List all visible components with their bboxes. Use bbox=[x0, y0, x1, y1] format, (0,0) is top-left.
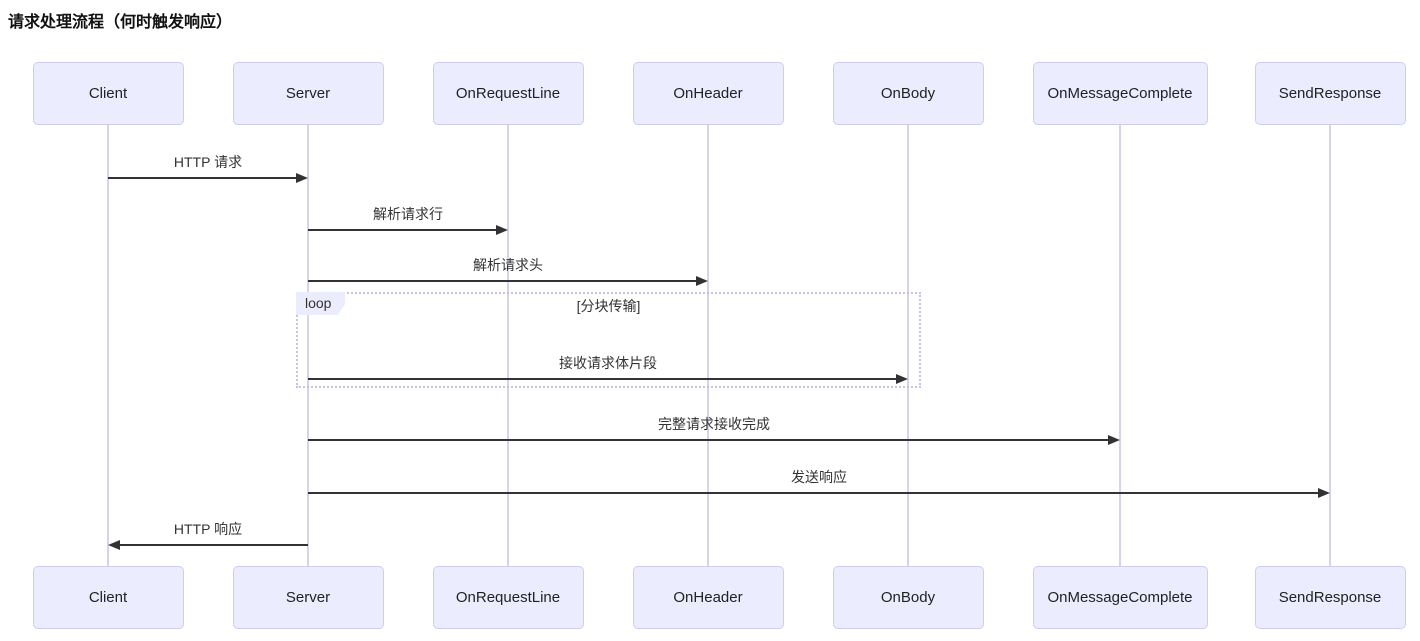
lifeline-on-message-complete bbox=[1119, 125, 1121, 566]
participant-bottom-server: Server bbox=[232, 566, 384, 629]
participant-bottom-on-header: OnHeader bbox=[632, 566, 784, 629]
lifeline-client bbox=[107, 125, 109, 566]
participant-top-on-header: OnHeader bbox=[632, 62, 784, 125]
participant-bottom-send-response: SendResponse bbox=[1254, 566, 1406, 629]
lifeline-on-request-line bbox=[507, 125, 509, 566]
loop-condition: [分块传输] bbox=[576, 298, 641, 314]
participant-bottom-on-body: OnBody bbox=[832, 566, 984, 629]
lifeline-server bbox=[307, 125, 309, 566]
arrowhead-icon bbox=[1108, 435, 1120, 445]
lifeline-on-header bbox=[707, 125, 709, 566]
participant-bottom-on-request-line: OnRequestLine bbox=[432, 566, 584, 629]
loop-box bbox=[296, 292, 921, 388]
participant-top-on-message-complete: OnMessageComplete bbox=[1032, 62, 1208, 125]
message-line-5 bbox=[308, 492, 1319, 494]
message-label-1: 解析请求行 bbox=[373, 206, 443, 222]
message-label-0: HTTP 请求 bbox=[173, 154, 243, 170]
lifeline-on-body bbox=[907, 125, 909, 566]
message-label-6: HTTP 响应 bbox=[173, 521, 243, 537]
message-line-0 bbox=[108, 177, 297, 179]
message-line-6 bbox=[119, 544, 308, 546]
participant-bottom-on-message-complete: OnMessageComplete bbox=[1032, 566, 1208, 629]
message-line-4 bbox=[308, 439, 1109, 441]
diagram-title: 请求处理流程（何时触发响应） bbox=[8, 14, 233, 31]
participant-top-client: Client bbox=[32, 62, 184, 125]
message-label-5: 发送响应 bbox=[791, 469, 847, 485]
message-line-3 bbox=[308, 378, 897, 380]
participant-top-on-body: OnBody bbox=[832, 62, 984, 125]
message-label-2: 解析请求头 bbox=[473, 257, 543, 273]
message-line-2 bbox=[308, 280, 697, 282]
arrowhead-icon bbox=[496, 225, 508, 235]
participant-bottom-client: Client bbox=[32, 566, 184, 629]
participant-top-on-request-line: OnRequestLine bbox=[432, 62, 584, 125]
arrowhead-icon bbox=[296, 173, 308, 183]
participant-top-server: Server bbox=[232, 62, 384, 125]
arrowhead-icon bbox=[896, 374, 908, 384]
message-label-3: 接收请求体片段 bbox=[559, 355, 657, 371]
participant-top-send-response: SendResponse bbox=[1254, 62, 1406, 125]
loop-label: loop bbox=[296, 292, 346, 315]
message-line-1 bbox=[308, 229, 497, 231]
lifeline-send-response bbox=[1329, 125, 1331, 566]
arrowhead-icon bbox=[108, 540, 120, 550]
message-label-4: 完整请求接收完成 bbox=[658, 416, 770, 432]
arrowhead-icon bbox=[696, 276, 708, 286]
arrowhead-icon bbox=[1318, 488, 1330, 498]
